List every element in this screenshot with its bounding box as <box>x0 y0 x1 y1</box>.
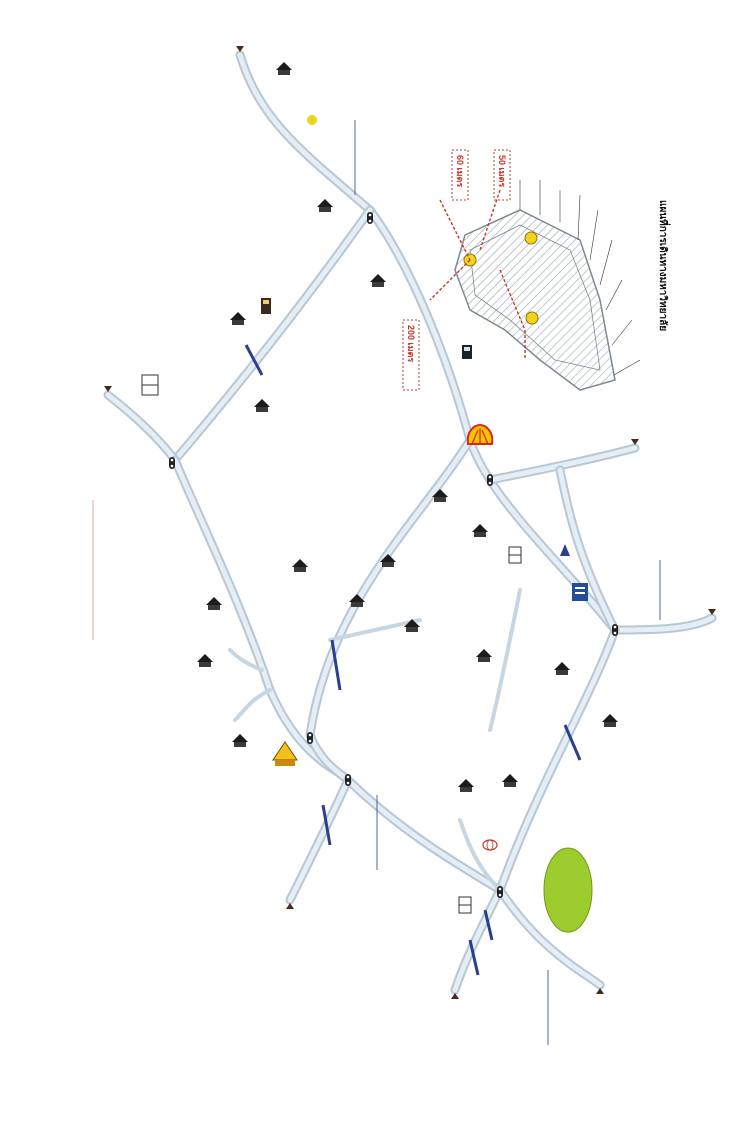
house-icon <box>404 619 420 632</box>
traffic-light-icon <box>612 624 618 636</box>
distance-box-200m: 200 เมตร <box>402 319 420 391</box>
map-pin-icon <box>596 988 604 994</box>
distance-box-50m: 50 เมตร <box>493 149 511 201</box>
road-middle <box>305 435 475 785</box>
gas-station-icon <box>462 345 472 359</box>
exit-pins <box>104 46 716 999</box>
road-name-marks <box>244 120 661 1045</box>
svg-text:60 เมตร: 60 เมตร <box>455 155 465 187</box>
traffic-light-icon <box>307 732 313 744</box>
house-icon <box>476 649 492 662</box>
landmark-pin-icon <box>560 544 570 556</box>
map-pin-icon <box>236 46 244 52</box>
school-flag-icon <box>141 374 159 396</box>
traffic-lights <box>169 212 618 898</box>
house-icon <box>380 554 396 567</box>
svg-text:200 เมตร: 200 เมตร <box>406 325 416 362</box>
temple-icon <box>272 741 298 766</box>
campus-area <box>429 180 641 391</box>
shell-logo-icon <box>466 423 494 445</box>
house-icon <box>370 274 386 287</box>
building-labels <box>519 180 641 376</box>
road-northeast-connector <box>555 465 620 635</box>
map-pin-icon <box>104 386 112 392</box>
road-left-long <box>170 455 353 785</box>
house-icon <box>554 662 570 675</box>
house-icon <box>232 734 248 747</box>
map-pin-icon <box>631 439 639 445</box>
traffic-light-icon <box>497 886 503 898</box>
house-icon <box>292 559 308 572</box>
house-icon <box>349 594 365 607</box>
house-icon <box>230 312 246 325</box>
traffic-light-icon <box>169 457 175 469</box>
distance-box-60m: 60 เมตร <box>451 149 469 201</box>
house-icon <box>472 524 488 537</box>
house-icon <box>602 714 618 727</box>
fuel-pump-icon <box>261 298 271 314</box>
map-pin-icon <box>708 609 716 615</box>
campus-block <box>454 209 616 391</box>
marker-1-icon <box>524 231 538 245</box>
village-markers <box>197 62 618 792</box>
compass-icon <box>307 115 317 125</box>
traffic-light-icon <box>345 774 351 786</box>
school-flag-icon <box>458 896 472 914</box>
house-icon <box>432 489 448 502</box>
svg-text:50 เมตร: 50 เมตร <box>497 155 507 187</box>
house-icon <box>458 779 474 792</box>
house-icon <box>317 199 333 212</box>
school-flag-icon <box>508 546 522 564</box>
house-icon <box>254 399 270 412</box>
toyota-logo-icon <box>482 839 498 851</box>
map-title: แผนที่การเดินทางมหาวิทยาลัย <box>657 200 671 331</box>
house-icon <box>206 597 222 610</box>
marker-3-icon <box>525 311 539 325</box>
traffic-light-icon <box>487 474 493 486</box>
map-pin-icon <box>286 903 294 909</box>
traffic-light-icon <box>367 212 373 224</box>
house-icon <box>197 654 213 667</box>
house-icon <box>502 774 518 787</box>
green-zone <box>543 847 593 933</box>
bank-logo-icon <box>572 583 588 601</box>
road-network <box>103 50 717 995</box>
house-icon <box>276 62 292 75</box>
map-pin-icon <box>451 993 459 999</box>
